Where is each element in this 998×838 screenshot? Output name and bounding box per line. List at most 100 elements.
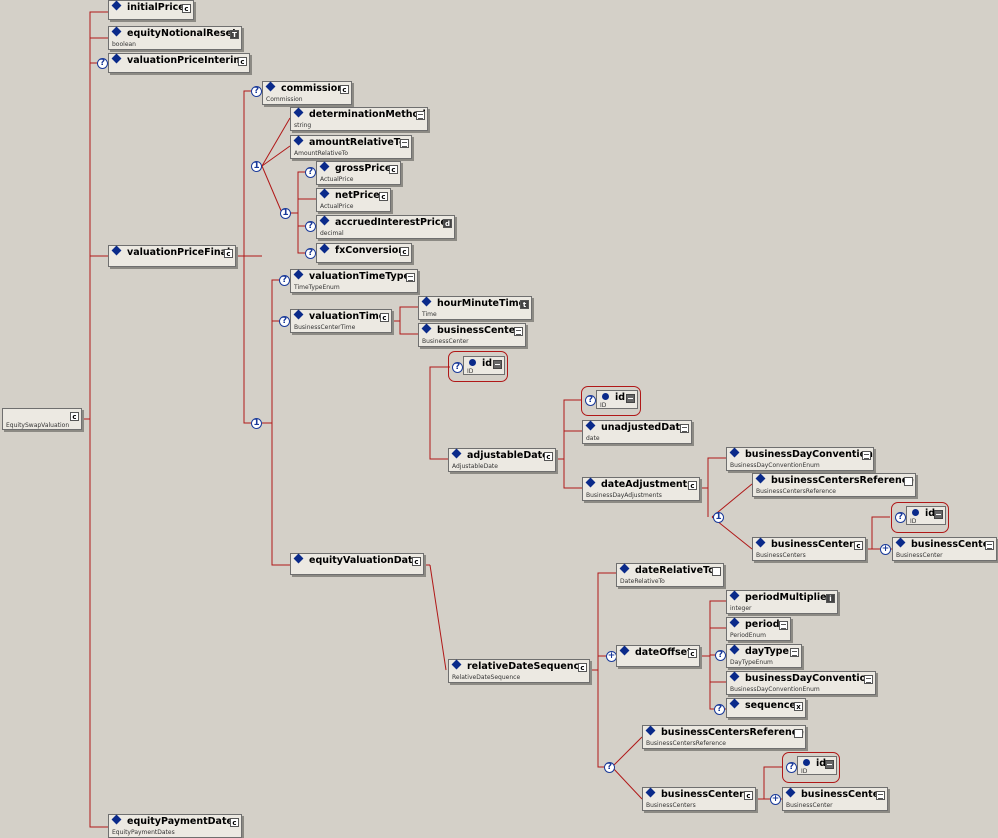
enum-icon xyxy=(862,451,871,460)
node-date-relative-to[interactable]: dateRelativeTo DateRelativeTo xyxy=(616,563,724,587)
expand-icon[interactable]: c xyxy=(544,452,553,461)
node-initial-price[interactable]: initialPrice c xyxy=(108,0,194,20)
expand-icon[interactable]: c xyxy=(182,4,191,13)
node-type: DateRelativeTo xyxy=(620,578,665,585)
collapse-icon[interactable] xyxy=(626,394,635,403)
element-icon xyxy=(645,787,656,798)
node-unadjusted-date[interactable]: unadjustedDate date xyxy=(582,420,692,444)
node-label: businessCenter xyxy=(801,789,884,800)
collapse-icon[interactable] xyxy=(825,760,834,769)
element-icon xyxy=(451,448,462,459)
expand-icon[interactable]: x xyxy=(794,702,803,711)
expand-icon[interactable]: c xyxy=(688,649,697,658)
node-type: ActualPrice xyxy=(320,203,354,210)
node-amount-relative-to[interactable]: amountRelativeTo AmountRelativeTo xyxy=(290,135,412,159)
expand-icon[interactable]: c xyxy=(224,249,233,258)
node-equity-valuation-date[interactable]: equityValuationDate c xyxy=(290,553,424,575)
element-icon xyxy=(111,245,122,256)
expand-icon[interactable]: c xyxy=(744,791,753,800)
expand-icon[interactable]: c xyxy=(412,557,421,566)
node-valuation-time[interactable]: valuationTime BusinessCenterTime c xyxy=(290,309,392,333)
node-label: valuationPriceInterim xyxy=(127,55,244,66)
node-label: unadjustedDate xyxy=(601,422,687,433)
node-net-price[interactable]: netPrice ActualPrice c xyxy=(316,188,391,212)
node-period[interactable]: period PeriodEnum xyxy=(726,617,791,641)
expand-icon[interactable]: c xyxy=(688,481,697,490)
node-label: dateRelativeTo xyxy=(635,565,715,576)
element-icon xyxy=(729,671,740,682)
node-label: equityNotionalReset xyxy=(127,28,237,39)
node-period-multiplier[interactable]: periodMultiplier integer i xyxy=(726,590,838,614)
node-date-offset[interactable]: dateOffset c xyxy=(616,645,700,667)
attribute-id[interactable]: id ID xyxy=(906,506,946,525)
node-valuation-price-interim[interactable]: valuationPriceInterim c xyxy=(108,53,250,73)
node-type: BusinessCenter xyxy=(896,552,943,559)
node-valuation-price-final[interactable]: valuationPriceFinal c xyxy=(108,245,236,267)
node-type: ID xyxy=(801,768,808,775)
expand-icon[interactable]: c xyxy=(578,663,587,672)
node-hour-minute-time[interactable]: hourMinuteTime Time t xyxy=(418,296,532,320)
node-type: string xyxy=(294,122,312,129)
node-business-centers-reference[interactable]: businessCentersReference BusinessCenters… xyxy=(752,473,916,497)
node-label: businessCenters xyxy=(771,539,860,550)
node-relative-date-sequence[interactable]: relativeDateSequence RelativeDateSequenc… xyxy=(448,659,590,683)
node-business-center[interactable]: businessCenter BusinessCenter xyxy=(892,537,997,561)
attribute-id[interactable]: id ID xyxy=(463,356,505,375)
node-equity-notional-reset[interactable]: equityNotionalReset boolean T xyxy=(108,26,242,50)
node-type: decimal xyxy=(320,230,344,237)
node-label: periodMultiplier xyxy=(745,592,832,603)
node-business-day-convention[interactable]: businessDayConvention BusinessDayConvent… xyxy=(726,671,876,695)
expand-icon[interactable]: c xyxy=(70,412,79,421)
node-business-centers[interactable]: businessCenters BusinessCenters c xyxy=(642,787,756,811)
node-business-day-convention[interactable]: businessDayConvention BusinessDayConvent… xyxy=(726,447,874,471)
attribute-id[interactable]: id ID xyxy=(797,756,837,775)
node-type: integer xyxy=(730,605,752,612)
node-label: businessCentersReference xyxy=(771,475,914,486)
node-fx-conversion[interactable]: fxConversion c xyxy=(316,243,412,263)
root-node-equity-swap-valuation[interactable]: EquitySwapValuation c xyxy=(2,408,82,430)
node-type: BusinessDayAdjustments xyxy=(586,492,662,499)
node-type: ID xyxy=(910,518,917,525)
node-label: businessCenters xyxy=(661,789,750,800)
optional-icon: ? xyxy=(786,762,797,773)
node-type: Time xyxy=(422,311,437,318)
attribute-id[interactable]: id ID xyxy=(596,390,638,409)
collapse-icon[interactable] xyxy=(493,360,502,369)
node-business-center[interactable]: businessCenter BusinessCenter xyxy=(782,787,888,811)
element-icon xyxy=(785,787,796,798)
node-label: dateOffset xyxy=(635,647,692,658)
expand-icon[interactable]: c xyxy=(238,57,247,66)
expand-icon[interactable]: c xyxy=(389,165,398,174)
expand-icon[interactable]: c xyxy=(340,85,349,94)
element-icon xyxy=(319,215,330,226)
element-icon xyxy=(111,26,122,37)
empty-type-icon xyxy=(712,567,721,576)
element-icon xyxy=(729,617,740,628)
node-gross-price[interactable]: grossPrice ActualPrice c xyxy=(316,161,401,185)
expand-icon[interactable]: c xyxy=(400,247,409,256)
node-sequence[interactable]: sequence x xyxy=(726,698,806,718)
node-adjustable-date[interactable]: adjustableDate AdjustableDate c xyxy=(448,448,556,472)
element-icon xyxy=(293,135,304,146)
node-type: BusinessCenter xyxy=(422,338,469,345)
element-icon xyxy=(319,243,330,254)
node-date-adjustments[interactable]: dateAdjustments BusinessDayAdjustments c xyxy=(582,477,700,501)
simple-type-icon: t xyxy=(520,300,529,309)
expand-icon[interactable]: c xyxy=(379,192,388,201)
node-valuation-time-type[interactable]: valuationTimeType TimeTypeEnum xyxy=(290,269,418,293)
node-business-centers-reference[interactable]: businessCentersReference BusinessCenters… xyxy=(642,725,806,749)
expand-icon[interactable]: c xyxy=(380,313,389,322)
node-determination-method[interactable]: determinationMethod string xyxy=(290,107,428,131)
node-accrued-interest-price[interactable]: accruedInterestPrice decimal d xyxy=(316,215,455,239)
element-icon xyxy=(293,309,304,320)
node-equity-payment-dates[interactable]: equityPaymentDates EquityPaymentDates c xyxy=(108,814,242,838)
collapse-icon[interactable] xyxy=(934,510,943,519)
expand-icon[interactable]: c xyxy=(230,818,239,827)
node-commission[interactable]: commission Commission c xyxy=(262,81,352,105)
node-day-type[interactable]: dayType DayTypeEnum xyxy=(726,644,802,668)
expand-icon[interactable]: c xyxy=(854,541,863,550)
node-business-centers[interactable]: businessCenters BusinessCenters c xyxy=(752,537,866,561)
node-type: EquityPaymentDates xyxy=(112,829,175,836)
node-label: id xyxy=(925,508,936,519)
node-business-center[interactable]: businessCenter BusinessCenter xyxy=(418,323,526,347)
